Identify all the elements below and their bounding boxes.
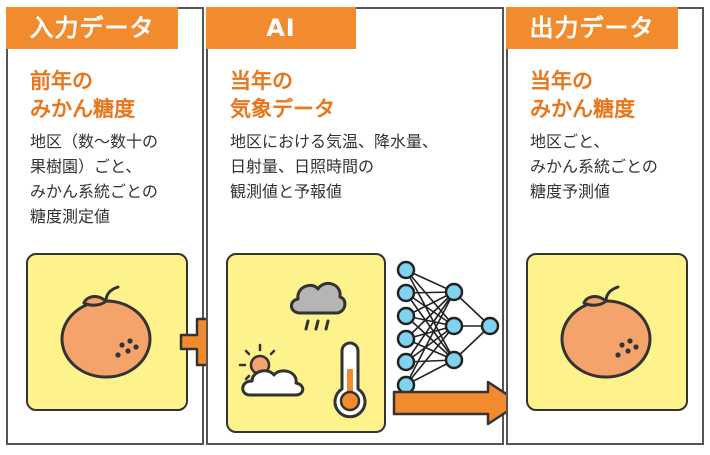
right-arrow-icon (392, 380, 522, 426)
rain-cloud-icon (290, 281, 347, 331)
ai-header: AI (206, 7, 356, 49)
output-data-header: 出力データ (506, 7, 678, 49)
output-data-panel: 出力データ 当年の みかん糖度 地区ごと、 みかん系統ごとの 糖度予測値 (506, 7, 704, 445)
ai-heading: 当年の 気象データ (230, 69, 335, 121)
output-data-heading: 当年の みかん糖度 (530, 69, 635, 121)
mandarin-orange-icon (560, 285, 652, 379)
output-image-card (526, 253, 688, 411)
output-data-description: 地区ごと、 みかん系統ごとの 糖度予測値 (530, 132, 658, 201)
ai-description: 地区における気温、降水量、 日射量、日照時間の 観測値と予報値 (230, 132, 439, 201)
neural-network-icon (396, 260, 500, 395)
input-data-description: 地区（数～数十の 果樹園）ごと、 みかん系統ごとの 糖度測定値 (30, 132, 159, 226)
thermometer-icon (333, 341, 367, 419)
input-data-heading: 前年の みかん糖度 (30, 69, 135, 121)
ai-panel: AI 当年の 気象データ 地区における気温、降水量、 日射量、日照時間の 観測値… (206, 7, 504, 445)
input-data-header: 入力データ (6, 7, 178, 49)
input-data-panel: 入力データ 前年の みかん糖度 地区（数～数十の 果樹園）ごと、 みかん系統ごと… (6, 7, 204, 445)
mandarin-orange-icon (60, 285, 152, 379)
weather-image-card (226, 253, 386, 433)
sun-cloud-icon (238, 343, 305, 397)
input-image-card (26, 253, 188, 411)
